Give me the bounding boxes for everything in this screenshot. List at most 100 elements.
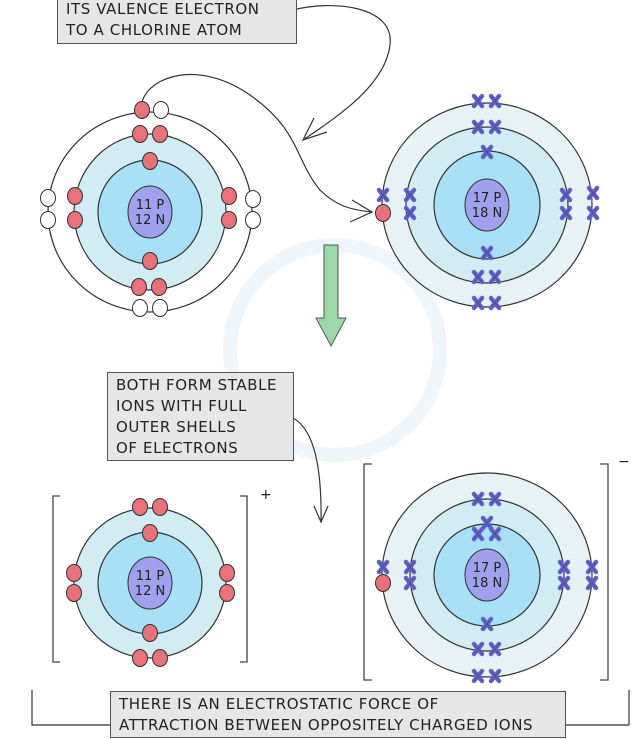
electron-cross: [491, 122, 499, 132]
ion-brackets: [52, 463, 609, 681]
electron-dot: [375, 574, 391, 592]
atoms-layer: 11 P12 N17 P18 N11 P12 N17 P18 N: [40, 96, 598, 681]
electron-cross: [589, 208, 597, 218]
nucleus-label: 12 N: [135, 584, 165, 599]
electron-cross: [483, 518, 491, 528]
electron-cross: [474, 122, 482, 132]
callout-text: IONS WITH FULL: [116, 397, 247, 415]
electron-cross: [588, 578, 596, 588]
electron-dot: [219, 584, 235, 602]
electron-dot: [151, 278, 167, 296]
callout-text: OF ELECTRONS: [116, 439, 239, 457]
callout-text: TO A CHLORINE ATOM: [66, 21, 243, 39]
electron-cross: [379, 190, 387, 200]
na-ion-bracket-right: [240, 495, 248, 663]
electron-dot: [40, 211, 56, 229]
cl-ion-charge: −: [618, 454, 630, 470]
electron-dot: [142, 152, 158, 170]
electron-cross: [491, 96, 499, 106]
chlorine-atom: 17 P18 N: [375, 96, 598, 308]
arrowhead-top: [301, 117, 328, 142]
electron-dot: [131, 278, 147, 296]
electron-cross: [483, 248, 491, 258]
electron-dot: [375, 204, 391, 222]
electron-cross: [379, 562, 387, 572]
electron-cross: [483, 619, 491, 629]
electron-dot: [153, 101, 169, 119]
nucleus-label: 11 P: [136, 198, 165, 213]
nucleus-label: 17 P: [473, 561, 502, 576]
sodium-atom: 11 P12 N: [40, 101, 261, 317]
curve-arrow-top: [292, 5, 391, 141]
arrowhead-transfer: [349, 199, 374, 223]
electron-dot: [245, 190, 261, 208]
callout-text: ATTRACTION BETWEEN OPPOSITELY CHARGED IO…: [119, 716, 534, 734]
electron-dot: [221, 187, 237, 205]
electron-dot: [152, 498, 168, 516]
electron-dot: [221, 211, 237, 229]
electron-cross: [406, 208, 414, 218]
cl-ion-bracket-left: [363, 463, 372, 681]
electron-cross: [474, 494, 482, 504]
callout-text: OUTER SHELLS: [116, 418, 237, 436]
electron-dot: [40, 189, 56, 207]
nucleus-label: 17 P: [473, 191, 502, 206]
electron-cross: [560, 578, 568, 588]
electron-cross: [589, 188, 597, 198]
callout-text: THERE IS AN ELECTROSTATIC FORCE OF: [119, 695, 439, 713]
nucleus-label: 18 N: [472, 576, 502, 591]
electron-cross: [474, 96, 482, 106]
electron-cross: [406, 578, 414, 588]
electron-cross: [474, 671, 482, 681]
callout-bottom: THERE IS AN ELECTROSTATIC FORCE OF ATTRA…: [110, 691, 566, 738]
nucleus: [127, 556, 173, 610]
na-ion-charge: +: [260, 487, 272, 503]
electron-dot: [142, 524, 158, 542]
electron-cross: [491, 494, 499, 504]
bottom-bracket-line: [31, 690, 630, 726]
electron-dot: [67, 211, 83, 229]
electron-cross: [406, 190, 414, 200]
reaction-arrow-icon: [315, 244, 347, 348]
nucleus: [464, 178, 510, 232]
electron-cross: [474, 644, 482, 654]
electron-cross: [491, 644, 499, 654]
electron-cross: [491, 272, 499, 282]
callout-top: ITS VALENCE ELECTRON TO A CHLORINE ATOM: [57, 0, 297, 44]
electron-dot: [142, 624, 158, 642]
electron-dot: [66, 564, 82, 582]
sodium-ion: 11 P12 N: [66, 498, 235, 667]
nucleus-label: 12 N: [135, 213, 165, 228]
electron-cross: [562, 190, 570, 200]
callout-middle: BOTH FORM STABLE IONS WITH FULL OUTER SH…: [107, 372, 294, 461]
electron-cross: [491, 529, 499, 539]
electron-dot: [142, 252, 158, 270]
electron-dot: [245, 211, 261, 229]
nucleus-label: 11 P: [136, 569, 165, 584]
nucleus: [464, 548, 510, 602]
electron-cross: [491, 298, 499, 308]
nucleus: [127, 185, 173, 239]
electron-dot: [152, 125, 168, 143]
electron-dot: [132, 649, 148, 667]
electron-cross: [406, 562, 414, 572]
electron-cross: [491, 671, 499, 681]
electron-dot: [132, 299, 148, 317]
electron-dot: [132, 498, 148, 516]
chlorine-ion: 17 P18 N: [375, 472, 597, 681]
electron-cross: [474, 272, 482, 282]
callout-text: ITS VALENCE ELECTRON: [66, 0, 260, 18]
nucleus-label: 18 N: [472, 206, 502, 221]
curve-arrow-middle: [288, 415, 322, 523]
electron-dot: [134, 101, 150, 119]
callout-text: BOTH FORM STABLE: [116, 376, 278, 394]
electron-dot: [152, 649, 168, 667]
electron-cross: [483, 147, 491, 157]
electron-dot: [67, 187, 83, 205]
electron-dot: [152, 299, 168, 317]
arrowhead-middle: [313, 505, 329, 524]
electron-dot: [132, 125, 148, 143]
electron-cross: [474, 529, 482, 539]
